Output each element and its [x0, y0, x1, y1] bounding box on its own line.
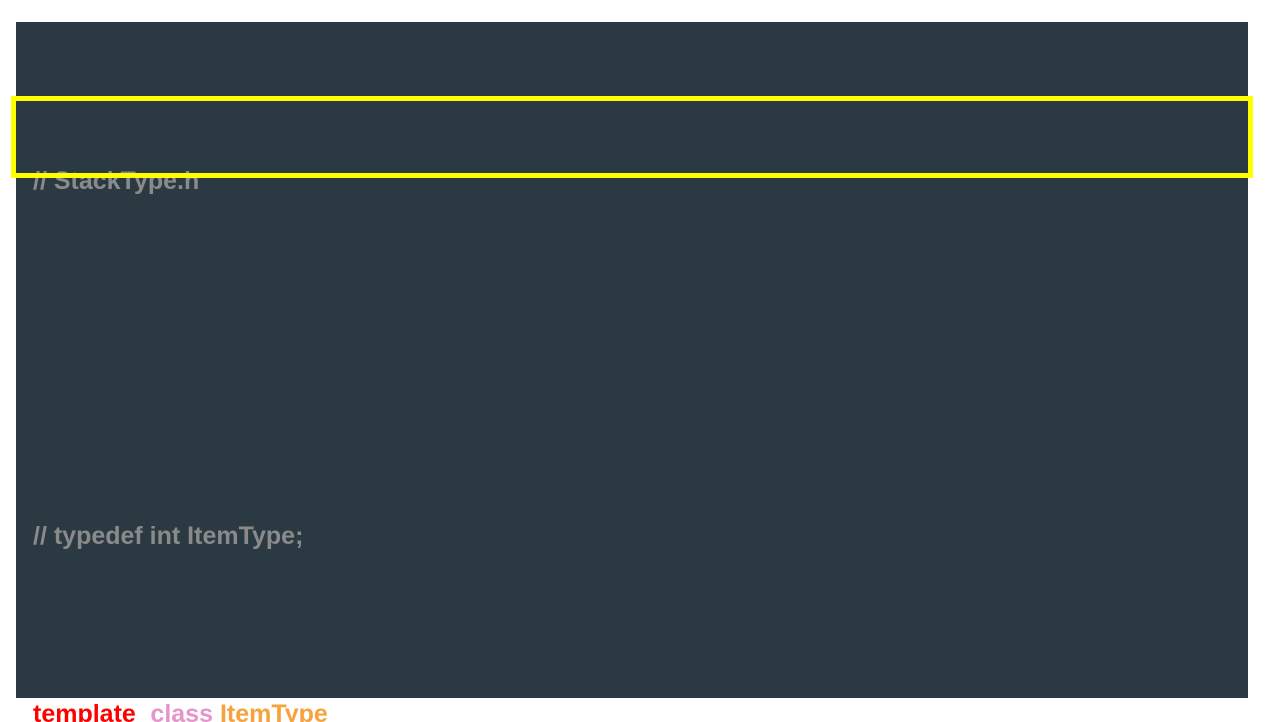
code-line-4: template<class ItemType>	[16, 697, 1248, 722]
angle-open: <	[135, 699, 151, 722]
angle-close: >	[327, 699, 343, 722]
keyword-template: template	[33, 699, 136, 722]
comment-token: // typedef int ItemType;	[33, 522, 304, 550]
code-line-2	[16, 342, 1248, 378]
comment-token: // StackType.h	[33, 167, 200, 195]
space	[213, 700, 220, 722]
type-param-itemtype: ItemType	[219, 699, 328, 722]
code-line-3: // typedef int ItemType;	[16, 519, 1248, 555]
keyword-class: class	[150, 699, 213, 722]
code-listing: // StackType.h // typedef int ItemType; …	[16, 22, 1248, 722]
code-line-1: // StackType.h	[16, 164, 1248, 200]
code-panel: // StackType.h // typedef int ItemType; …	[16, 22, 1248, 722]
